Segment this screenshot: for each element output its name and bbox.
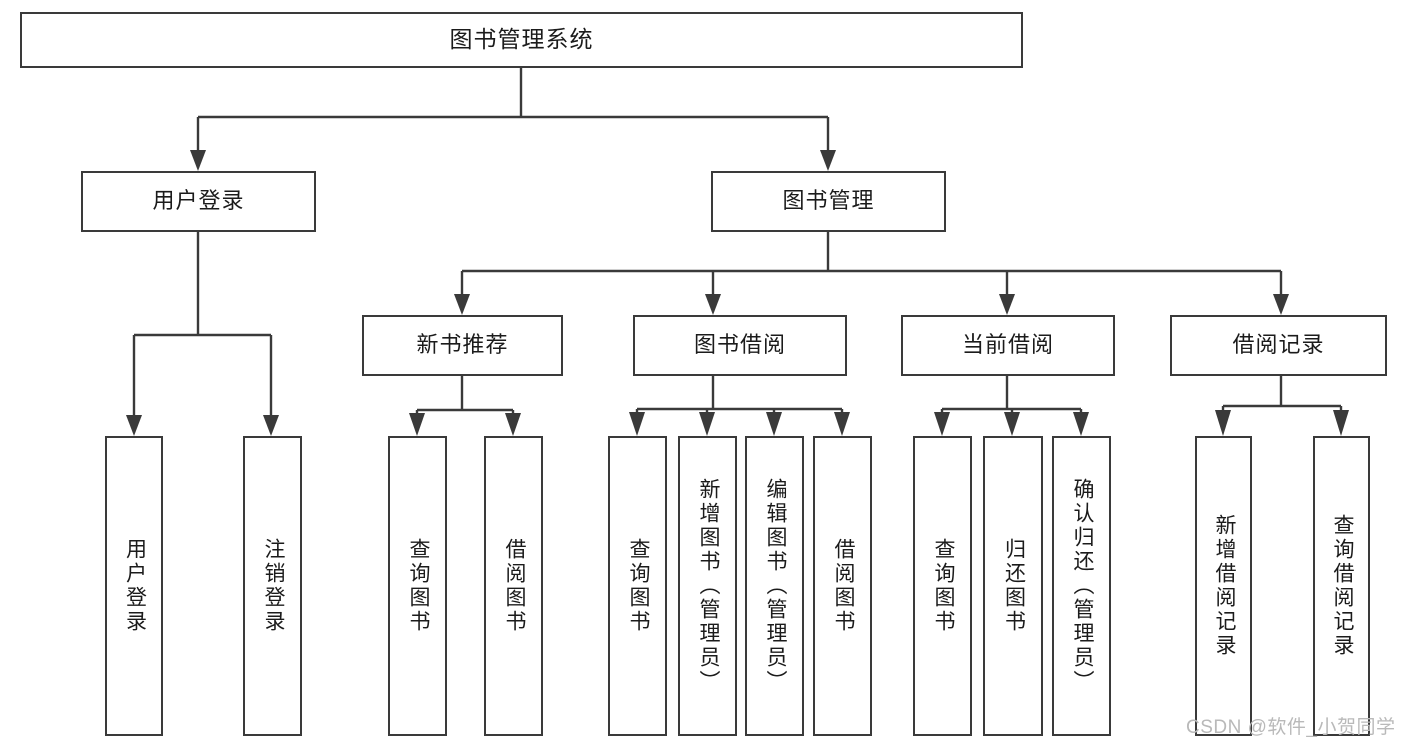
arrow-leaf-borrow-book-2 (834, 412, 850, 436)
arrow-to-borrow-records (1273, 294, 1289, 315)
arrow-to-user-login (190, 150, 206, 171)
arrow-leaf-edit-book (766, 412, 782, 436)
node-root-system[interactable]: 图书管理系统 (20, 12, 1023, 68)
arrow-leaf-query-book-1 (409, 413, 425, 436)
leaf-query-book-borrow[interactable]: 查询图书 (608, 436, 667, 736)
node-new-book-recommend[interactable]: 新书推荐 (362, 315, 563, 376)
arrow-to-book-manage (820, 150, 836, 171)
leaf-borrow-book-recommend[interactable]: 借阅图书 (484, 436, 543, 736)
watermark: CSDN @软件_小贺同学 (1186, 717, 1396, 738)
arrow-to-new-book (454, 294, 470, 315)
arrow-to-current-borrow (999, 294, 1015, 315)
leaf-query-book-recommend[interactable]: 查询图书 (388, 436, 447, 736)
node-current-borrow[interactable]: 当前借阅 (901, 315, 1115, 376)
leaf-confirm-return-admin[interactable]: 确认归还（管理员） (1052, 436, 1111, 736)
arrow-leaf-add-book (699, 412, 715, 436)
leaf-logout[interactable]: 注销登录 (243, 436, 302, 736)
arrow-leaf-user-login (126, 415, 142, 436)
leaf-query-book-current[interactable]: 查询图书 (913, 436, 972, 736)
leaf-query-borrow-record[interactable]: 查询借阅记录 (1313, 436, 1370, 736)
leaf-user-login[interactable]: 用户登录 (105, 436, 163, 736)
leaf-add-borrow-record[interactable]: 新增借阅记录 (1195, 436, 1252, 736)
leaf-return-book[interactable]: 归还图书 (983, 436, 1043, 736)
arrow-leaf-borrow-book-1 (505, 413, 521, 436)
arrow-leaf-return-book (1004, 412, 1020, 436)
node-book-management[interactable]: 图书管理 (711, 171, 946, 232)
arrow-leaf-query-record (1333, 410, 1349, 436)
node-book-borrow[interactable]: 图书借阅 (633, 315, 847, 376)
arrow-leaf-query-book-2 (629, 412, 645, 436)
node-user-login[interactable]: 用户登录 (81, 171, 316, 232)
arrow-to-book-borrow (705, 294, 721, 315)
arrow-leaf-logout (263, 415, 279, 436)
node-borrow-records[interactable]: 借阅记录 (1170, 315, 1387, 376)
arrow-leaf-confirm-return (1073, 412, 1089, 436)
leaf-borrow-book[interactable]: 借阅图书 (813, 436, 872, 736)
arrow-leaf-query-book-3 (934, 412, 950, 436)
arrow-leaf-add-record (1215, 410, 1231, 436)
leaf-add-book-admin[interactable]: 新增图书（管理员） (678, 436, 737, 736)
leaf-edit-book-admin[interactable]: 编辑图书（管理员） (745, 436, 804, 736)
